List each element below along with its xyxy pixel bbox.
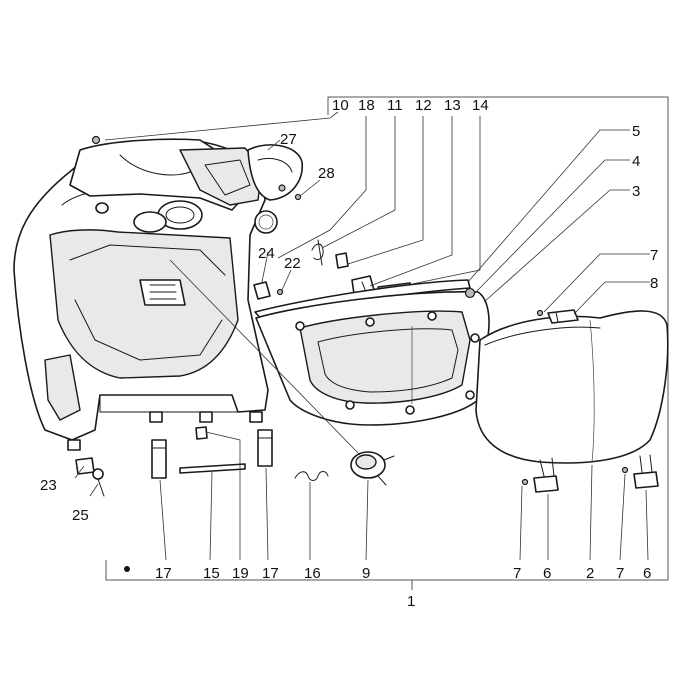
part-16-spring [294,471,329,481]
callout-16: 16 [304,565,321,582]
callout-28: 28 [318,165,335,182]
callout-1: 1 [407,593,415,610]
reference-dot [124,566,130,572]
part-15-rod [179,463,246,474]
callout-14: 14 [472,97,489,114]
callout-27: 27 [280,131,297,148]
callout-22: 22 [284,255,301,272]
callout-23: 23 [40,477,57,494]
part-10-screw [91,135,101,145]
callout-7-left: 7 [513,565,521,582]
callout-17-right: 17 [262,565,279,582]
callout-9: 9 [362,565,370,582]
callout-6-left: 6 [543,565,551,582]
part-2-outer-door [475,310,669,464]
callout-8: 8 [650,275,658,292]
part-6-hinge-left [533,457,559,493]
part-6-hinge-right [633,454,659,489]
part-28-screw [294,193,302,201]
grommet-ring [254,210,278,234]
part-17-hook-right [257,429,273,467]
callout-18: 18 [358,97,375,114]
part-24-clip [253,281,271,300]
callout-labels: 10 18 11 12 13 14 27 28 5 4 3 7 8 24 22 … [40,97,658,610]
callout-7-right: 7 [616,565,624,582]
callout-2: 2 [586,565,594,582]
part-7-screw-top [536,309,544,317]
part-11-latch [335,252,349,269]
callout-17-left: 17 [155,565,172,582]
callout-4: 4 [632,153,640,170]
upper-cowl [69,138,263,211]
part-25-screw [92,468,105,497]
callout-3: 3 [632,183,640,200]
part-17-hook-left [151,439,167,479]
callout-25: 25 [72,507,89,524]
part-18-spring [311,239,324,266]
part-7-screws-bottom [521,466,629,486]
callout-7-top: 7 [650,247,658,264]
part-19-clip [195,426,208,440]
part-22-screw [276,288,284,296]
callout-19: 19 [232,565,249,582]
callout-13: 13 [444,97,461,114]
part-3-grommet [464,287,476,299]
callout-6-right: 6 [643,565,651,582]
part-9-lock [350,451,395,486]
part-4-inner-door [255,291,490,426]
part-27-cover [247,144,303,201]
callout-11: 11 [387,97,403,114]
callout-10: 10 [332,97,349,114]
leader-lines [74,111,650,561]
callout-5: 5 [632,123,640,140]
part-8-latch [547,309,579,324]
callout-15: 15 [203,565,220,582]
part-23-nut [75,457,95,475]
leg-shield-body [13,138,269,451]
callout-24: 24 [258,245,275,262]
callout-12: 12 [415,97,432,114]
